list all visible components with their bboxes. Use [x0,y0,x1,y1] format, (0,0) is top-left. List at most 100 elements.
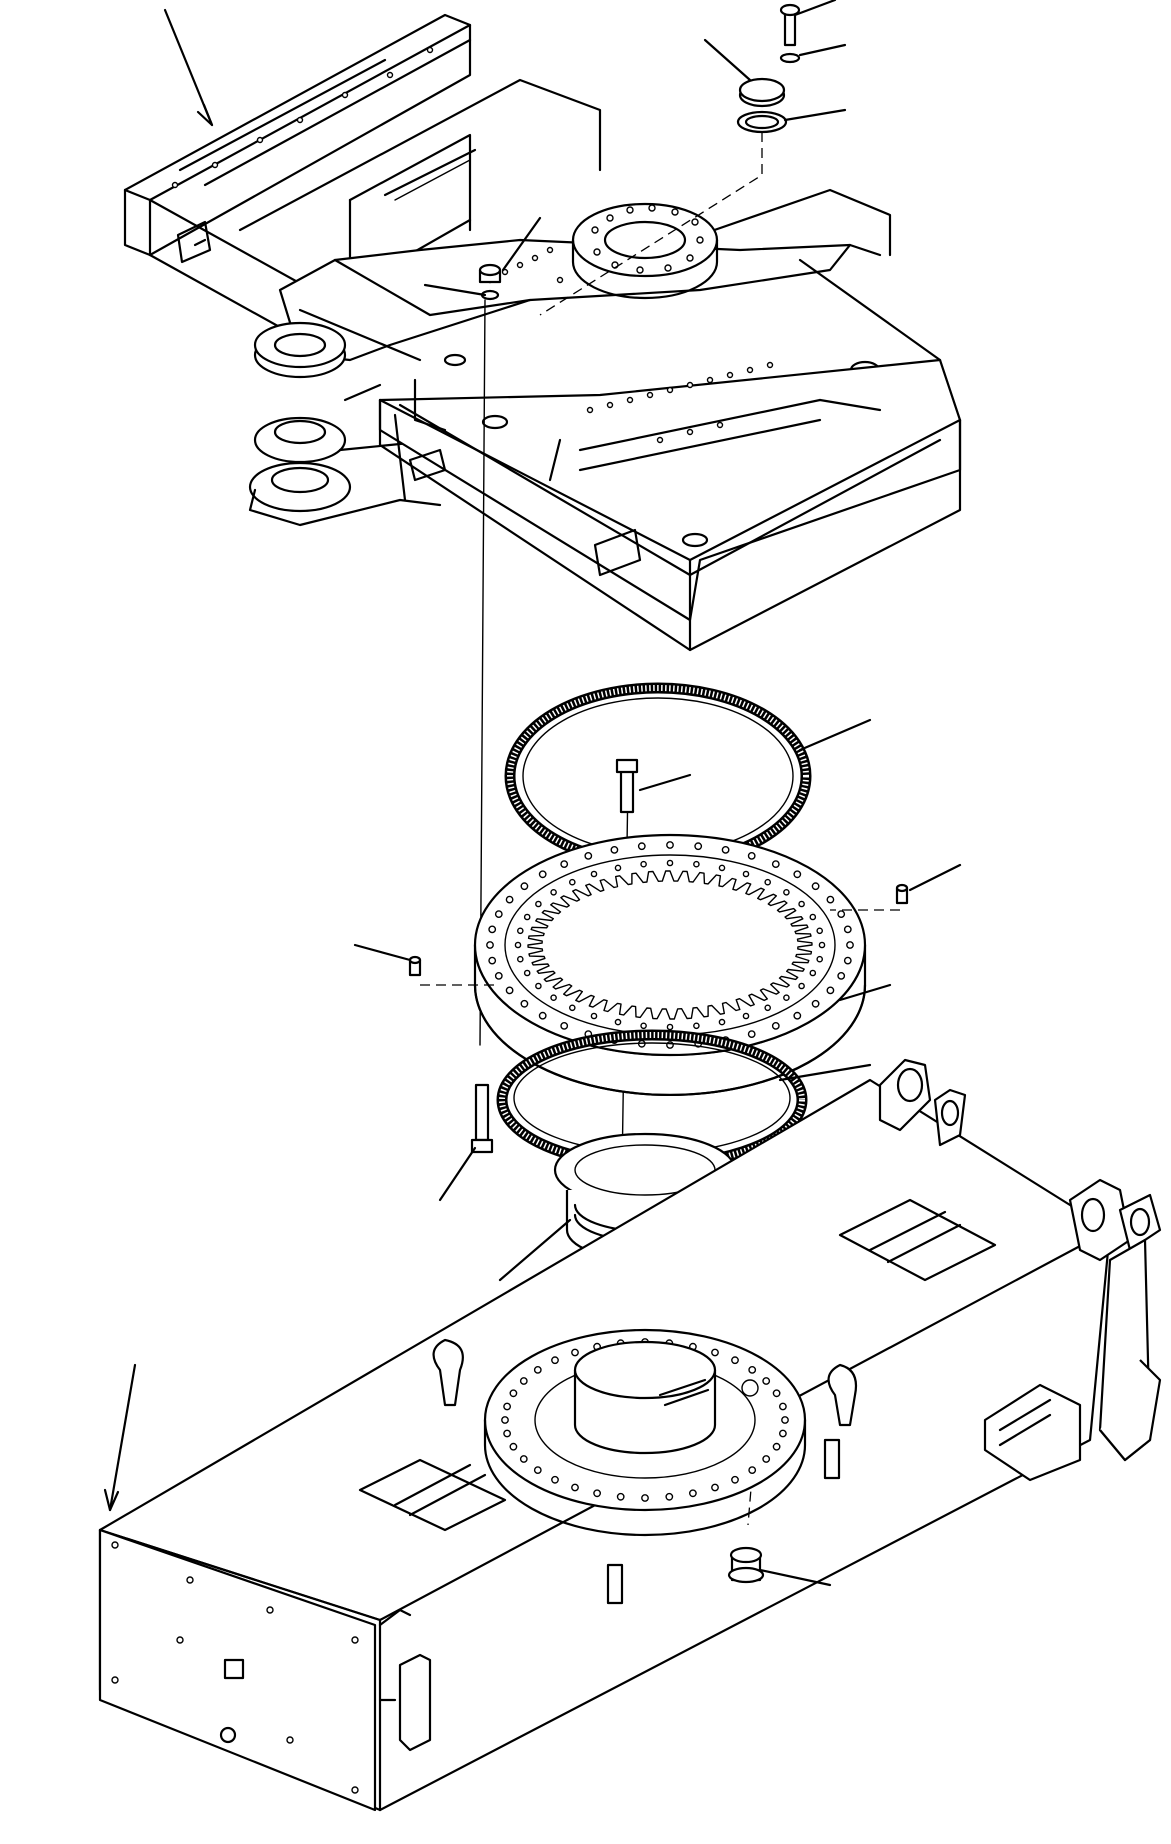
mount-hole [711,1483,719,1492]
leader-lines [103,0,962,1587]
track-frame [98,1058,1162,1812]
bolt-hole [538,870,547,879]
bolt-hole-inner [783,994,790,1002]
bolt-holes [486,841,854,1049]
long-bolt [470,1083,494,1154]
bolt-hole-inner [816,927,824,935]
mount-hole [503,1429,511,1438]
mount-hole [616,1492,625,1501]
bolt-hole-inner [517,927,524,935]
bolt-hole [494,972,503,980]
bolt-hole [793,870,802,879]
bolt-hole-inner [535,900,542,908]
bolt-hole [538,1011,547,1020]
mount-hole [571,1348,579,1357]
mount-hole [779,1402,787,1411]
leader-track-frame [108,1363,137,1512]
leader-lower-seal [778,1063,872,1082]
mount-hole [779,1429,787,1438]
dowel-pins [408,883,909,986]
bolt-hole-inner [569,1004,576,1012]
mount-hole [772,1442,781,1451]
bolt-hole [666,841,674,849]
bolt-hole [826,895,835,904]
bolt-hole-inner [742,870,750,878]
bolt-hole [771,1022,780,1030]
bolt-hole [520,882,529,891]
bolt-hole [793,1011,802,1020]
bolt-hole [488,956,497,965]
bolt-hole [637,842,646,851]
mount-hole [593,1489,601,1498]
mount-hole [748,1366,757,1374]
bolt-hole [771,860,780,868]
bolt-hole-inner [809,913,817,921]
bolt-hole [505,895,514,904]
revolving-frame [123,13,962,652]
bolt-hole-inner [590,1012,598,1020]
mount-hole [551,1356,559,1365]
bolt-hole [694,842,703,851]
bolt-hole-inner [590,870,598,878]
bolt-hole [505,986,514,995]
mount-hole [689,1489,697,1498]
mount-hole [731,1356,739,1365]
bolt-hole-inner [764,878,772,886]
bolt-hole [486,941,494,949]
leader-bolt [793,0,837,17]
mount-hole [519,1377,528,1385]
mount-hole [762,1377,771,1385]
bolt-hole-inner [517,955,524,963]
bolt-hole-inner [818,941,826,949]
deck-holes [171,46,774,444]
bolt-hole-inner [693,1022,700,1030]
mount-hole [711,1348,719,1357]
mount-hole [509,1442,518,1451]
bolt-hole-inner [718,1018,726,1026]
leader-washer-2 [423,283,487,297]
leader-gasket [783,108,847,122]
leader-cover [703,38,752,82]
bolt-hole-inner [798,982,805,990]
bolt-hole [826,986,835,995]
gear-teeth-outline [527,870,813,1020]
bolt-hole [494,910,503,918]
bolt-hole [811,999,820,1008]
frame-boss-holes [591,204,704,274]
mount-hole [762,1455,771,1463]
center-bolt [615,758,639,814]
mount-hole [641,1494,649,1502]
bolt-hole-inner [523,969,531,977]
mount-ring-holes [501,1338,789,1502]
bolt-hole [843,956,852,965]
bolt-hole-inner [514,941,522,949]
bolt-hole-inner [764,1004,772,1012]
mount-hole [551,1475,559,1484]
bolt-hole [837,910,846,918]
bolt-hole [846,941,854,949]
bolt-hole-inner [550,889,557,896]
bolt-hole [560,860,569,868]
bolt-hole-inner [798,900,805,908]
leader-swing-circle [838,983,892,1002]
leader-pin-left [353,943,412,962]
bolt-hole [610,846,619,854]
mount-hole [509,1389,518,1398]
nut-washer [478,263,502,301]
mount-hole [533,1466,542,1475]
bolt-hole-inner [640,860,647,868]
bolt-hole-inner [718,864,726,872]
bolt-hole-inner [816,955,824,963]
mount-hole [571,1483,579,1492]
mount-hole [781,1416,789,1424]
leader-drain-plug [758,1568,832,1587]
bolt-hole-inner [523,913,531,921]
bolt-hole-inner [809,969,817,977]
bolt-hole-inner [693,860,700,868]
mount-hole [503,1402,511,1411]
mount-hole [533,1366,542,1374]
bolt-hole-inner [666,1023,674,1031]
bolt-hole-inner [742,1012,750,1020]
